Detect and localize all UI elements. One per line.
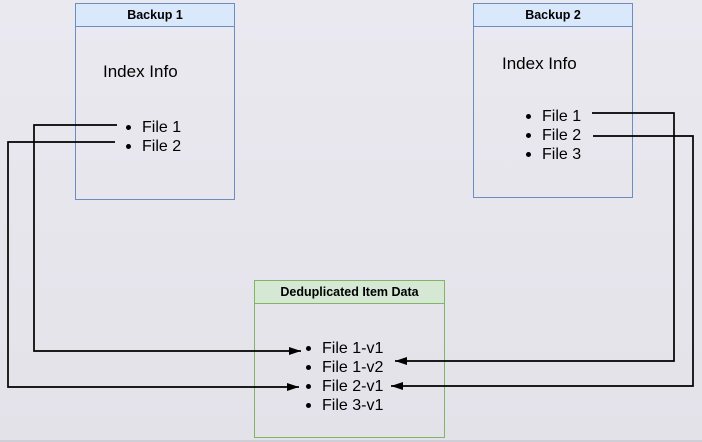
node-backup-1-title: Backup 1 bbox=[76, 4, 234, 27]
list-item: File 3 bbox=[526, 145, 581, 164]
list-item-label: File 3-v1 bbox=[322, 396, 384, 414]
bullet-icon bbox=[306, 403, 311, 408]
list-item-label: File 2 bbox=[142, 137, 182, 155]
bullet-icon bbox=[526, 152, 531, 157]
list-item: File 1-v1 bbox=[306, 339, 383, 358]
bullet-icon bbox=[306, 384, 311, 389]
backup-1-file-list: File 1 File 2 bbox=[126, 118, 181, 156]
dedup-file-list: File 1-v1 File 1-v2 File 2-v1 File 3-v1 bbox=[306, 339, 383, 415]
list-item: File 3-v1 bbox=[306, 396, 383, 415]
node-dedup-title: Deduplicated Item Data bbox=[255, 281, 444, 304]
list-item-label: File 3 bbox=[542, 145, 582, 163]
backup-2-index-info-label: Index Info bbox=[502, 54, 577, 73]
list-item: File 2 bbox=[126, 137, 181, 156]
list-item: File 1 bbox=[526, 107, 581, 126]
list-item-label: File 1 bbox=[142, 118, 182, 136]
bullet-icon bbox=[306, 365, 311, 370]
window-bottom-edge bbox=[0, 440, 702, 442]
bullet-icon bbox=[526, 133, 531, 138]
node-backup-1: Backup 1 Index Info File 1 File 2 bbox=[75, 3, 235, 200]
list-item-label: File 1-v1 bbox=[322, 339, 384, 357]
list-item-label: File 1 bbox=[542, 107, 582, 125]
bullet-icon bbox=[306, 346, 311, 351]
list-item: File 2 bbox=[526, 126, 581, 145]
list-item-label: File 2 bbox=[542, 126, 582, 144]
list-item-label: File 2-v1 bbox=[322, 377, 384, 395]
bullet-icon bbox=[126, 144, 131, 149]
list-item-label: File 1-v2 bbox=[322, 358, 384, 376]
list-item: File 2-v1 bbox=[306, 377, 383, 396]
bullet-icon bbox=[526, 114, 531, 119]
bullet-icon bbox=[126, 125, 131, 130]
list-item: File 1-v2 bbox=[306, 358, 383, 377]
list-item: File 1 bbox=[126, 118, 181, 137]
backup-1-index-info-label: Index Info bbox=[103, 62, 178, 81]
node-backup-2-title: Backup 2 bbox=[474, 4, 632, 27]
node-deduplicated-item-data: Deduplicated Item Data File 1-v1 File 1-… bbox=[254, 280, 445, 438]
backup-2-file-list: File 1 File 2 File 3 bbox=[526, 107, 581, 164]
node-backup-2: Backup 2 Index Info File 1 File 2 File 3 bbox=[473, 3, 633, 198]
